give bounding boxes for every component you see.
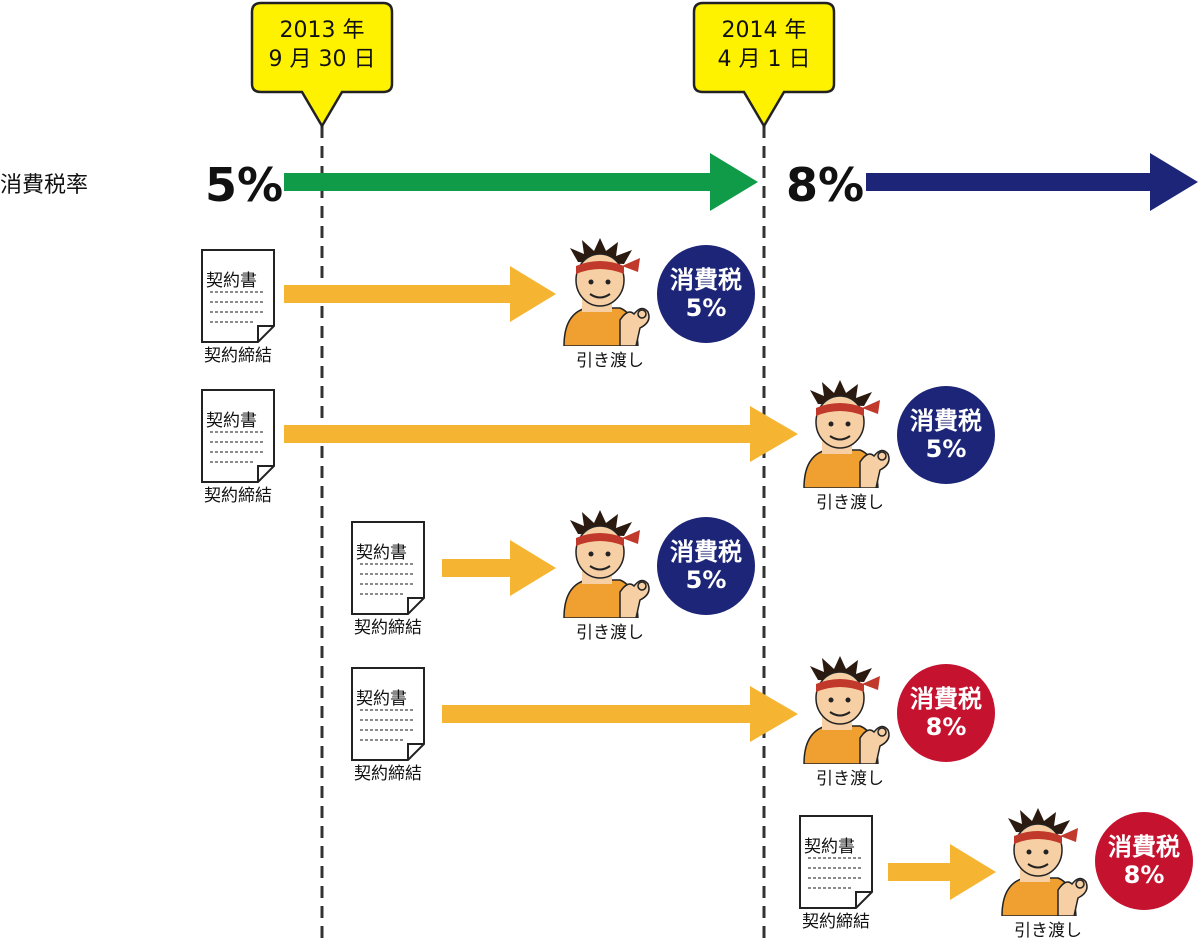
tax-badge-label: 消費税 bbox=[910, 685, 982, 713]
delivery-caption: 引き渡し bbox=[576, 623, 644, 643]
date-callout-2014: 2014 年 4 月 1 日 bbox=[691, 0, 837, 130]
transaction-arrow bbox=[888, 844, 996, 900]
contract-document-icon bbox=[201, 249, 275, 343]
contract-document-icon bbox=[799, 815, 873, 909]
callout-year: 2013 年 bbox=[279, 18, 365, 43]
transaction-arrow bbox=[442, 540, 556, 596]
tax-badge-label: 消費税 bbox=[670, 538, 742, 566]
tax-badge-rate: 5% bbox=[685, 294, 727, 322]
contract-document: 契約書 契約締結 bbox=[796, 814, 876, 934]
contract-caption: 契約締結 bbox=[802, 912, 870, 932]
date-callout-2013: 2013 年 9 月 30 日 bbox=[249, 0, 395, 130]
document-title: 契約書 bbox=[804, 837, 855, 857]
transaction-arrow bbox=[284, 266, 556, 322]
contract-document: 契約書 契約締結 bbox=[348, 666, 428, 786]
callout-year: 2014 年 bbox=[721, 18, 807, 43]
transaction-arrow bbox=[442, 686, 798, 742]
contract-document-icon bbox=[351, 667, 425, 761]
tax-rate-label: 消費税率 bbox=[0, 173, 89, 198]
tax-badge: 消費税 5% bbox=[657, 245, 755, 343]
delivery-person-icon bbox=[563, 238, 650, 346]
contract-caption: 契約締結 bbox=[204, 346, 272, 366]
contract-caption: 契約締結 bbox=[204, 486, 272, 506]
tax-badge-rate: 5% bbox=[685, 566, 727, 594]
tax-badge: 消費税 8% bbox=[897, 664, 995, 762]
delivery-person-icon bbox=[803, 380, 890, 488]
tax-badge-label: 消費税 bbox=[910, 407, 982, 435]
delivery-caption: 引き渡し bbox=[1014, 921, 1082, 941]
callout-bubble-icon bbox=[692, 1, 836, 129]
callout-bubble-icon bbox=[250, 1, 394, 129]
document-title: 契約書 bbox=[356, 689, 407, 709]
rate-8-arrow bbox=[866, 153, 1198, 211]
delivery-person: 引き渡し bbox=[560, 510, 670, 643]
contract-document: 契約書 契約締結 bbox=[348, 520, 428, 640]
delivery-caption: 引き渡し bbox=[576, 351, 644, 371]
document-title: 契約書 bbox=[206, 271, 257, 291]
contract-document: 契約書 契約締結 bbox=[198, 248, 278, 368]
transaction-arrow bbox=[284, 406, 798, 462]
tax-badge-label: 消費税 bbox=[1108, 833, 1180, 861]
contract-caption: 契約締結 bbox=[354, 618, 422, 638]
delivery-person-icon bbox=[803, 656, 890, 764]
delivery-person-icon bbox=[1001, 808, 1088, 916]
document-title: 契約書 bbox=[206, 411, 257, 431]
delivery-person: 引き渡し bbox=[998, 808, 1108, 941]
delivery-person-icon bbox=[563, 510, 650, 618]
tax-badge-rate: 8% bbox=[925, 713, 967, 741]
delivery-person: 引き渡し bbox=[800, 656, 910, 789]
callout-date: 9 月 30 日 bbox=[268, 47, 376, 72]
tax-badge-label: 消費税 bbox=[670, 266, 742, 294]
rate-5-arrow bbox=[284, 153, 758, 211]
tax-rate-after: 8% bbox=[786, 158, 865, 212]
document-title: 契約書 bbox=[356, 543, 407, 563]
contract-caption: 契約締結 bbox=[354, 764, 422, 784]
contract-document: 契約書 契約締結 bbox=[198, 388, 278, 508]
delivery-caption: 引き渡し bbox=[816, 769, 884, 789]
tax-badge-rate: 5% bbox=[925, 435, 967, 463]
tax-badge-rate: 8% bbox=[1123, 861, 1165, 889]
tax-rate-before: 5% bbox=[205, 158, 284, 212]
delivery-person: 引き渡し bbox=[560, 238, 670, 371]
tax-badge: 消費税 5% bbox=[657, 517, 755, 615]
delivery-caption: 引き渡し bbox=[816, 493, 884, 513]
tax-badge: 消費税 5% bbox=[897, 386, 995, 484]
contract-document-icon bbox=[201, 389, 275, 483]
callout-date: 4 月 1 日 bbox=[717, 47, 811, 72]
delivery-person: 引き渡し bbox=[800, 380, 910, 513]
contract-document-icon bbox=[351, 521, 425, 615]
tax-badge: 消費税 8% bbox=[1095, 812, 1193, 910]
